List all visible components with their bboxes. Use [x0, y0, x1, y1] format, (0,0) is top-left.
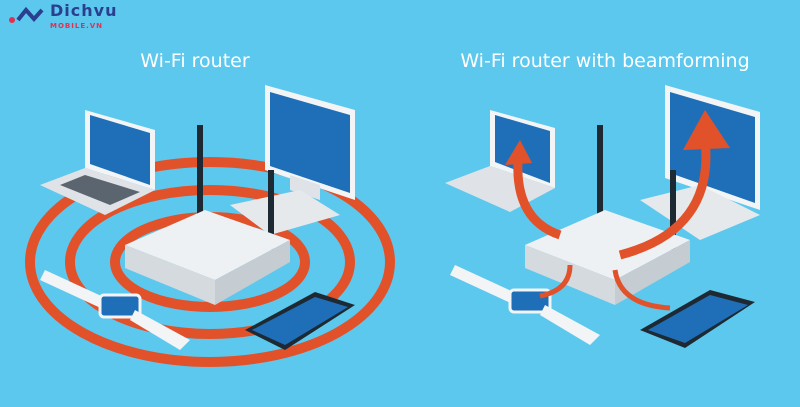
router-left: [125, 125, 290, 305]
logo-subtext: MOBILE.VN: [50, 22, 104, 30]
beam-arrow-tablet: [612, 269, 671, 311]
monitor-right: [640, 85, 760, 240]
smartwatch-left: [40, 270, 190, 350]
smartwatch-right: [450, 265, 600, 345]
monitor-left: [230, 85, 355, 235]
logo-text: Dichvu: [50, 1, 118, 20]
beamforming-arrows: [505, 110, 730, 311]
laptop-left: [40, 110, 155, 215]
title-wifi-router: Wi-Fi router: [140, 50, 250, 72]
brand-logo: Dichvu MOBILE.VN: [8, 2, 138, 32]
tablet-right: [640, 290, 755, 348]
beam-arrow-watch: [539, 264, 573, 299]
tablet-left: [245, 292, 355, 350]
laptop-right: [445, 110, 555, 212]
logo-mark-icon: [9, 6, 44, 23]
title-wifi-router-beamforming: Wi-Fi router with beamforming: [460, 50, 750, 72]
beam-arrow-laptop: [513, 159, 562, 240]
beam-arrow-monitor: [618, 139, 711, 260]
router-right: [525, 125, 690, 305]
